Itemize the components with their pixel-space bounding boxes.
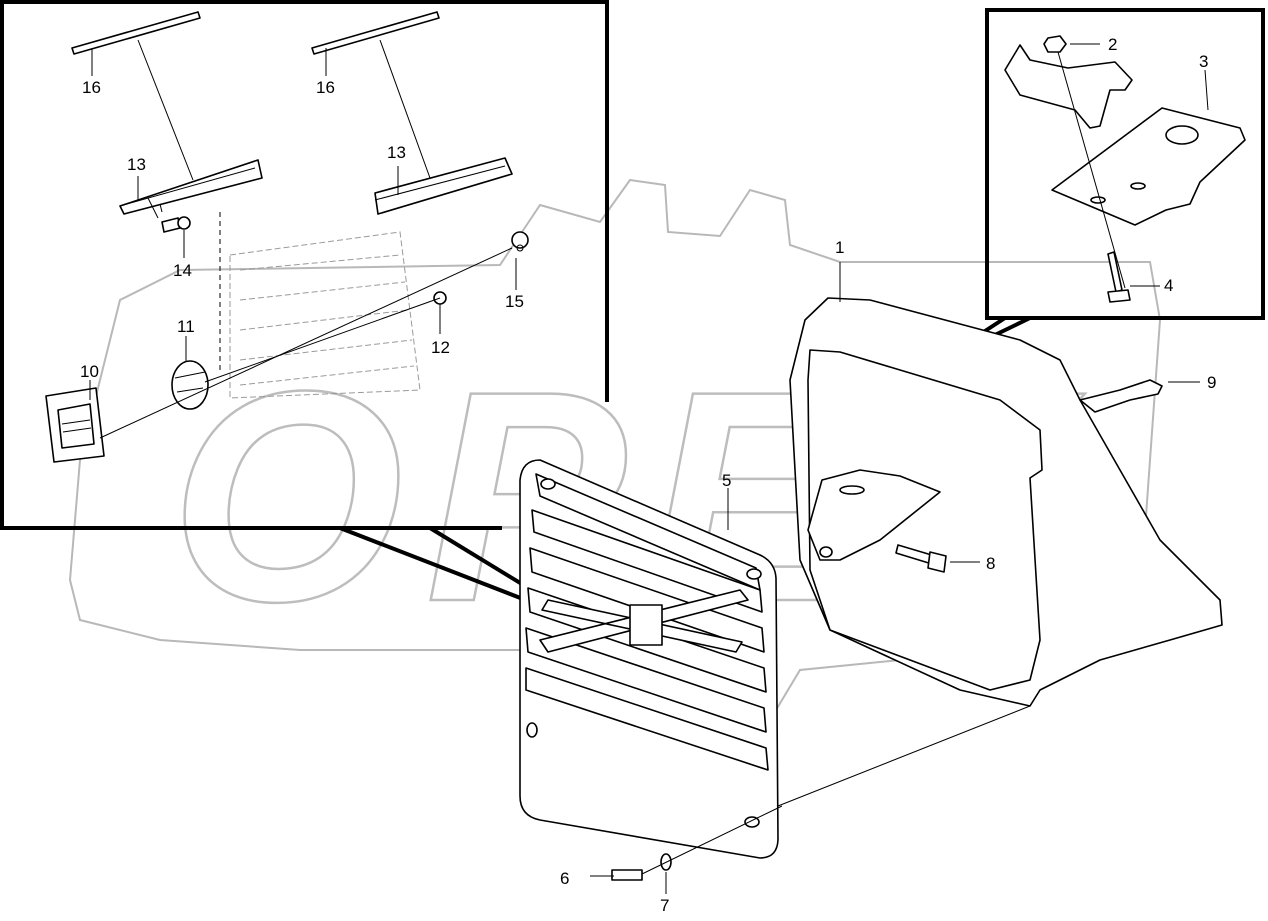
callout-4: 4	[1164, 276, 1173, 295]
strap-9	[1079, 379, 1163, 413]
callout-5: 5	[722, 471, 731, 490]
right-detail-contents	[1004, 35, 1246, 303]
callout-2: 2	[1108, 35, 1117, 54]
bracket-upper	[1004, 44, 1133, 129]
callout-3: 3	[1199, 52, 1208, 71]
callout-6: 6	[560, 869, 569, 888]
callout-1: 1	[835, 238, 844, 257]
nut-2	[1043, 35, 1067, 53]
right-detail-frame	[985, 8, 1265, 320]
grille-5	[519, 459, 783, 894]
screw-14	[161, 217, 181, 233]
washer-15	[511, 231, 529, 249]
watermark-gear	[68, 178, 1162, 722]
channel-13-left	[119, 159, 263, 215]
plate-3	[1051, 107, 1246, 226]
washer-14	[177, 216, 191, 230]
channel-13-right	[374, 157, 513, 215]
tie-rod	[99, 247, 513, 439]
callout-9: 9	[1207, 373, 1216, 392]
callout-13-right: 13	[387, 143, 406, 162]
callout-14: 14	[173, 261, 192, 280]
strip-16-left	[71, 11, 201, 55]
tie-rod-2	[204, 297, 441, 383]
callout-16-right: 16	[316, 78, 335, 97]
callout-15: 15	[505, 292, 524, 311]
callout-11: 11	[177, 317, 195, 336]
bolt-4	[1107, 251, 1123, 293]
housing-1	[727, 262, 1223, 807]
left-detail-contents	[45, 11, 529, 463]
housing-opening	[807, 349, 1043, 691]
screw-6	[611, 869, 643, 881]
callout-16-left: 16	[82, 78, 101, 97]
strip-16-right	[311, 11, 440, 55]
callout-13-left: 13	[127, 155, 146, 174]
callout-labels: 1 2 3 4 5 6 7 8 9 10 11 12 13 13 14 15 1…	[80, 35, 1216, 915]
left-detail-frame	[0, 0, 609, 530]
ghost-grille	[229, 231, 421, 399]
callout-7: 7	[660, 896, 669, 915]
callout-8: 8	[986, 554, 995, 573]
callout-10: 10	[80, 362, 99, 381]
latch-10	[45, 387, 105, 463]
callout-12: 12	[431, 338, 450, 357]
